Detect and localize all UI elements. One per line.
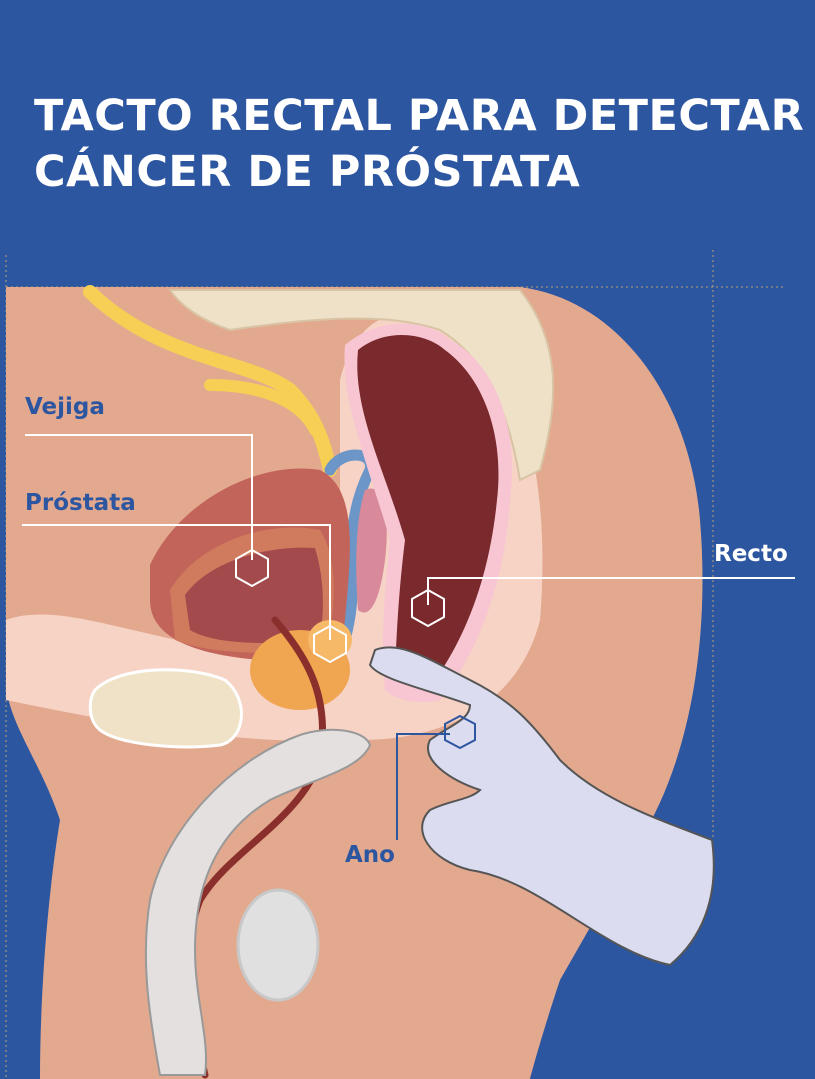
leader-lines xyxy=(22,434,795,640)
testicle xyxy=(236,888,320,1002)
label-vejiga: Vejiga xyxy=(25,394,105,420)
prostate-marker-icon xyxy=(313,624,347,664)
anus-marker-icon xyxy=(444,714,476,750)
rectum xyxy=(357,334,499,682)
label-prostata: Próstata xyxy=(25,490,136,516)
gloved-hand xyxy=(368,646,715,967)
sacrum xyxy=(168,289,555,482)
ureter xyxy=(83,285,337,477)
label-ano: Ano xyxy=(345,842,395,868)
hexagon-markers xyxy=(235,548,476,750)
title-line-2: CÁNCER DE PRÓSTATA xyxy=(34,147,581,197)
title-line-1: TACTO RECTAL PARA DETECTAR xyxy=(34,91,805,141)
seminal-vesicle xyxy=(356,488,387,613)
rectum-marker-icon xyxy=(411,588,445,628)
bladder-marker-icon xyxy=(235,548,269,588)
bladder-lumen xyxy=(185,547,323,643)
label-recto: Recto xyxy=(714,541,788,567)
ureter-branch xyxy=(204,379,321,436)
pubic-bone xyxy=(88,668,243,749)
anus-leader-line xyxy=(396,733,450,840)
vas-deferens xyxy=(324,449,376,646)
penis xyxy=(144,728,372,1076)
page-title: TACTO RECTAL PARA DETECTAR CÁNCER DE PRÓ… xyxy=(34,88,804,200)
